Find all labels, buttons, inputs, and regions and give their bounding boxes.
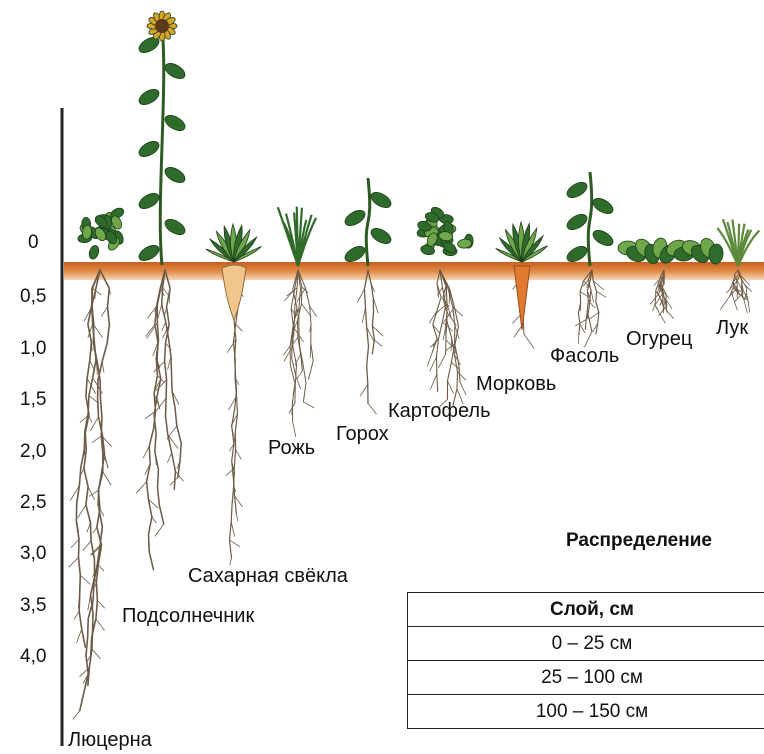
plant-cucumber xyxy=(618,236,724,266)
root-bean xyxy=(575,270,606,347)
depth-tick-label: 2,0 xyxy=(20,441,46,462)
plant-sugar-beet xyxy=(222,265,246,320)
label-sugar-beet: Сахарная свёкла xyxy=(188,565,349,587)
depth-tick-label: 0 xyxy=(28,232,39,253)
label-bean: Фасоль xyxy=(550,345,619,367)
root-pea xyxy=(357,270,383,414)
depth-tick-label: 4,0 xyxy=(20,646,46,667)
depth-tick-label: 3,0 xyxy=(20,543,46,564)
plant-onion xyxy=(717,219,759,266)
depth-tick-label: 1,0 xyxy=(20,338,46,359)
plant-sugar-beet-leaves xyxy=(206,224,262,262)
plant-sunflower xyxy=(136,11,187,265)
plant-pea xyxy=(342,178,393,266)
label-onion: Лук xyxy=(716,317,748,339)
root-rye xyxy=(284,270,317,437)
root-sunflower xyxy=(136,270,183,570)
plant-rye xyxy=(278,207,316,266)
depth-tick-label: 0,5 xyxy=(20,286,46,307)
label-alfalfa: Люцерна xyxy=(68,729,153,751)
depth-tick-label: 3,5 xyxy=(20,595,46,616)
plant-labels: Люцерна Подсолнечник Сахарная свёкла Рож… xyxy=(68,317,748,751)
label-cucumber: Огурец xyxy=(626,328,692,350)
depth-tick-label: 2,5 xyxy=(20,492,46,513)
depth-scale: 0 0,5 1,0 1,5 2,0 2,5 3,0 3,5 4,0 xyxy=(20,232,46,667)
soil-layer xyxy=(64,262,764,280)
root-alfalfa xyxy=(69,270,112,720)
label-sunflower: Подсолнечник xyxy=(122,605,254,627)
plant-carrot xyxy=(514,266,530,330)
label-potato: Картофель xyxy=(388,400,491,422)
root-potato xyxy=(427,270,466,407)
label-pea: Горох xyxy=(336,423,389,445)
plant-carrot-leaves xyxy=(496,222,548,262)
label-carrot: Морковь xyxy=(476,373,556,395)
plant-potato xyxy=(416,205,473,256)
label-rye: Рожь xyxy=(268,437,315,459)
plant-alfalfa xyxy=(77,206,125,260)
depth-tick-label: 1,5 xyxy=(20,389,46,410)
plant-bean xyxy=(564,172,615,266)
